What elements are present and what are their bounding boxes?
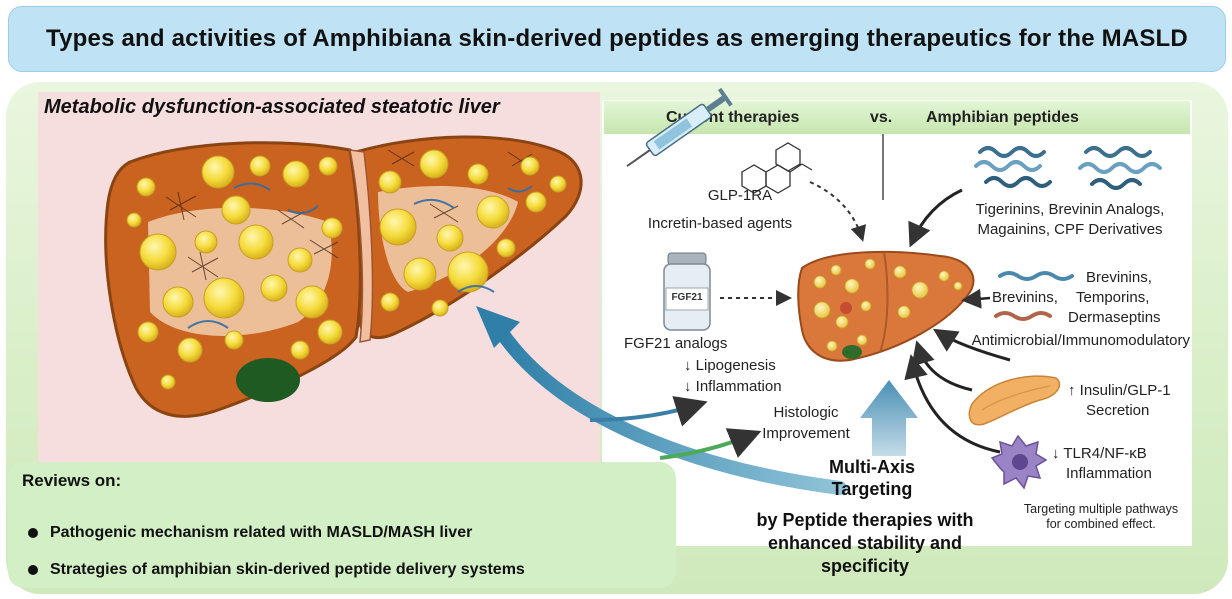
steatotic-liver-illustration	[104, 135, 583, 418]
immune-cell-icon	[990, 434, 1048, 490]
brevinin-chain-icon	[994, 271, 1074, 321]
multi-axis-line2: Targeting	[831, 479, 913, 499]
peptide-note-line1: by Peptide therapies with	[756, 510, 974, 530]
review-item: Pathogenic mechanism related with MASLD/…	[28, 524, 472, 542]
molecule-icon	[741, 142, 813, 194]
review-item-text: Pathogenic mechanism related with MASLD/…	[50, 524, 473, 541]
targeting-note-1: Targeting multiple pathways	[1023, 502, 1179, 516]
brevinins-left: Brevinins,	[992, 289, 1058, 306]
amphibian-peptides-header: Amphibian peptides	[926, 108, 1079, 126]
brevinins-right: Brevinins,	[1086, 269, 1152, 286]
targeting-note-2: for combined effect.	[1046, 517, 1156, 531]
bullet-icon	[28, 565, 38, 575]
peptide-note-line2: enhanced stability and	[767, 533, 963, 553]
multi-axis-line1: Multi-Axis	[828, 457, 915, 477]
vial-icon	[663, 252, 711, 331]
lipogenesis-effect: ↓ Lipogenesis	[684, 357, 776, 374]
antimicrobial-label: Antimicrobial/Immunomodulatory	[971, 332, 1190, 349]
vs-label: vs.	[870, 108, 893, 126]
insulin-label: ↑ Insulin/GLP-1	[1068, 382, 1171, 399]
histologic-label-2: Improvement	[762, 425, 850, 442]
review-item-text: Strategies of amphibian skin-derived pep…	[50, 561, 525, 578]
peptide-therapies-note: by Peptide therapies with enhanced stabi…	[740, 509, 990, 578]
temporins-label: Temporins,	[1076, 289, 1150, 306]
bullet-icon	[28, 528, 38, 538]
title-banner: Types and activities of Amphibiana skin-…	[8, 6, 1226, 72]
reviews-heading: Reviews on:	[22, 471, 122, 490]
fgf21-label: FGF21 analogs	[624, 335, 728, 352]
reviews-box	[8, 462, 676, 588]
histologic-label-1: Histologic	[773, 404, 839, 421]
multi-axis-targeting: Multi-Axis Targeting	[812, 456, 932, 500]
pancreas-icon	[968, 375, 1061, 426]
main-title: Types and activities of Amphibiana skin-…	[46, 25, 1188, 52]
tlr4-label: ↓ TLR4/NF-κB	[1052, 445, 1147, 462]
peptide-group-line1: Tigerinins, Brevinin Analogs,	[975, 201, 1165, 218]
vial-label: FGF21	[671, 292, 703, 303]
syringe-icon	[626, 87, 733, 167]
glp1-label: GLP-1RA	[707, 187, 773, 204]
tlr4-inflammation-label: Inflammation	[1066, 465, 1152, 482]
curved-arrow-to-liver-icon	[493, 323, 847, 495]
peptide-group-line2: Magainins, CPF Derivatives	[977, 221, 1163, 238]
dermaseptins-label: Dermaseptins	[1068, 309, 1161, 326]
target-liver-icon	[797, 250, 975, 362]
peptide-note-line3: specificity	[820, 556, 910, 576]
upward-arrow-icon	[860, 380, 918, 456]
liver-panel-title: Metabolic dysfunction-associated steatot…	[44, 96, 500, 118]
review-item: Strategies of amphibian skin-derived pep…	[28, 561, 525, 579]
peptide-chains-icon	[974, 146, 1162, 190]
insulin-secretion-label: Secretion	[1086, 402, 1150, 419]
incretin-label: Incretin-based agents	[647, 215, 793, 232]
inflammation-effect: ↓ Inflammation	[684, 378, 782, 395]
